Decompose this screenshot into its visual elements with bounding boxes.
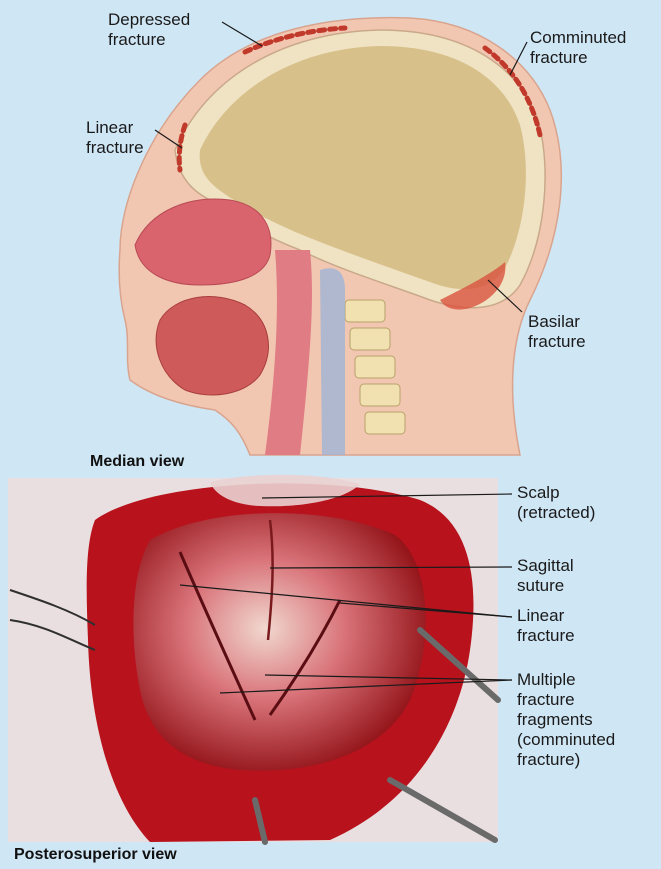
scalp-label: Scalp (retracted) (517, 483, 595, 523)
sagittal-suture-label: Sagittal suture (517, 556, 574, 596)
linear-fracture-photo-label: Linear fracture (517, 606, 575, 646)
posterosuperior-view-title: Posterosuperior view (14, 846, 177, 864)
multiple-fragments-label: Multiple fracture fragments (comminuted … (517, 670, 615, 770)
exposed-skull (133, 513, 425, 771)
